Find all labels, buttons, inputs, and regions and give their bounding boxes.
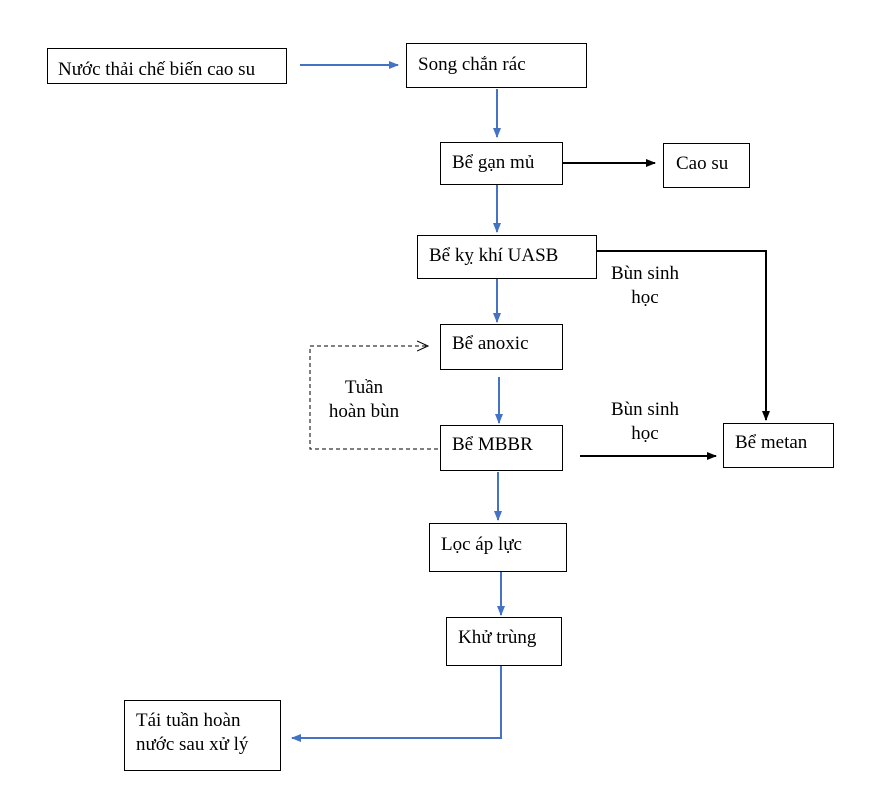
- box-screen: Song chắn rác: [406, 43, 587, 88]
- arrow-sludge-recirculation: [309, 346, 438, 450]
- box-disinfection: Khử trùng: [446, 617, 562, 666]
- label-sludge-mbbr: Bùn sinh học: [600, 398, 690, 446]
- box-latex-trap-text: Bể gạn mủ: [452, 152, 535, 173]
- label-sludge-recirculation-line1: Tuần: [344, 377, 384, 398]
- arrow-disinfection-to-reuse: [291, 666, 502, 742]
- label-sludge-mbbr-line2: học: [631, 423, 659, 444]
- box-pressure-filter-text: Lọc áp lực: [441, 534, 522, 555]
- label-sludge-uasb-line1: Bùn sinh: [610, 263, 680, 284]
- box-disinfection-text: Khử trùng: [458, 627, 537, 648]
- box-pressure-filter: Lọc áp lực: [429, 523, 567, 572]
- box-reuse-text-line1: Tái tuần hoàn: [136, 710, 241, 731]
- arrow-uasb-to-methane: [597, 250, 770, 421]
- box-anoxic-text: Bể anoxic: [452, 333, 529, 354]
- box-reuse: Tái tuần hoàn nước sau xử lý: [124, 700, 281, 771]
- label-sludge-mbbr-line1: Bùn sinh: [610, 399, 680, 420]
- box-rubber: Cao su: [663, 143, 750, 188]
- box-mbbr: Bể MBBR: [440, 425, 563, 471]
- box-uasb-text: Bể kỵ khí UASB: [429, 245, 559, 266]
- label-sludge-recirculation: Tuần hoàn bùn: [318, 376, 410, 424]
- box-latex-trap: Bể gạn mủ: [440, 142, 563, 185]
- box-uasb: Bể kỵ khí UASB: [417, 235, 597, 279]
- box-reuse-text-line2: nước sau xử lý: [136, 734, 249, 755]
- box-rubber-text: Cao su: [676, 153, 729, 174]
- box-methane: Bể metan: [723, 423, 834, 468]
- box-wastewater: Nước thải chế biến cao su: [47, 48, 287, 84]
- box-methane-text: Bể metan: [735, 432, 808, 453]
- label-sludge-uasb-line2: học: [631, 287, 659, 308]
- label-sludge-recirculation-line2: hoàn bùn: [328, 401, 400, 422]
- box-screen-text: Song chắn rác: [418, 54, 526, 75]
- box-wastewater-text: Nước thải chế biến cao su: [58, 59, 256, 80]
- box-mbbr-text: Bể MBBR: [452, 434, 533, 455]
- label-sludge-uasb: Bùn sinh học: [600, 262, 690, 310]
- box-anoxic: Bể anoxic: [440, 324, 563, 370]
